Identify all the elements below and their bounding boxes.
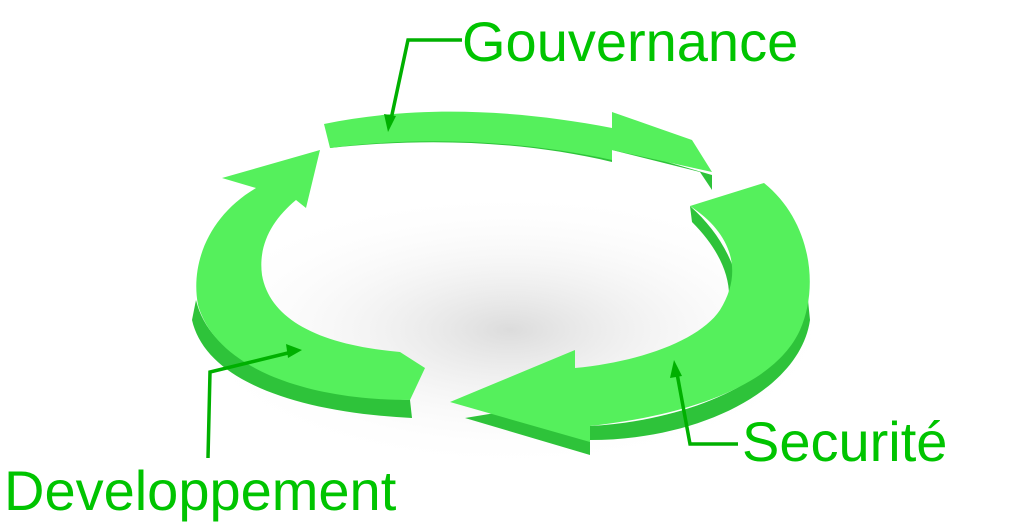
arrow-left: [192, 150, 425, 418]
label-developpement: Developpement: [4, 459, 397, 522]
arrow-left-face: [196, 150, 425, 400]
arrow-top-face: [324, 111, 712, 172]
arrow-top: [324, 111, 712, 190]
arrow-right: [450, 183, 810, 455]
arrow-left-side: [192, 300, 412, 418]
leader-arrowhead-right: [670, 360, 682, 378]
leader-arrowhead-top: [384, 114, 396, 132]
leader-arrowhead-left: [286, 344, 302, 358]
arrow-right-side: [465, 206, 810, 455]
leader-line-right: [674, 367, 738, 446]
arrow-right-face: [450, 183, 810, 442]
leader-lines: [206, 38, 738, 459]
leader-line-left: [206, 350, 293, 459]
label-gouvernance: Gouvernance: [462, 10, 799, 73]
label-securite: Securité: [742, 410, 948, 473]
leader-line-top: [388, 38, 462, 125]
